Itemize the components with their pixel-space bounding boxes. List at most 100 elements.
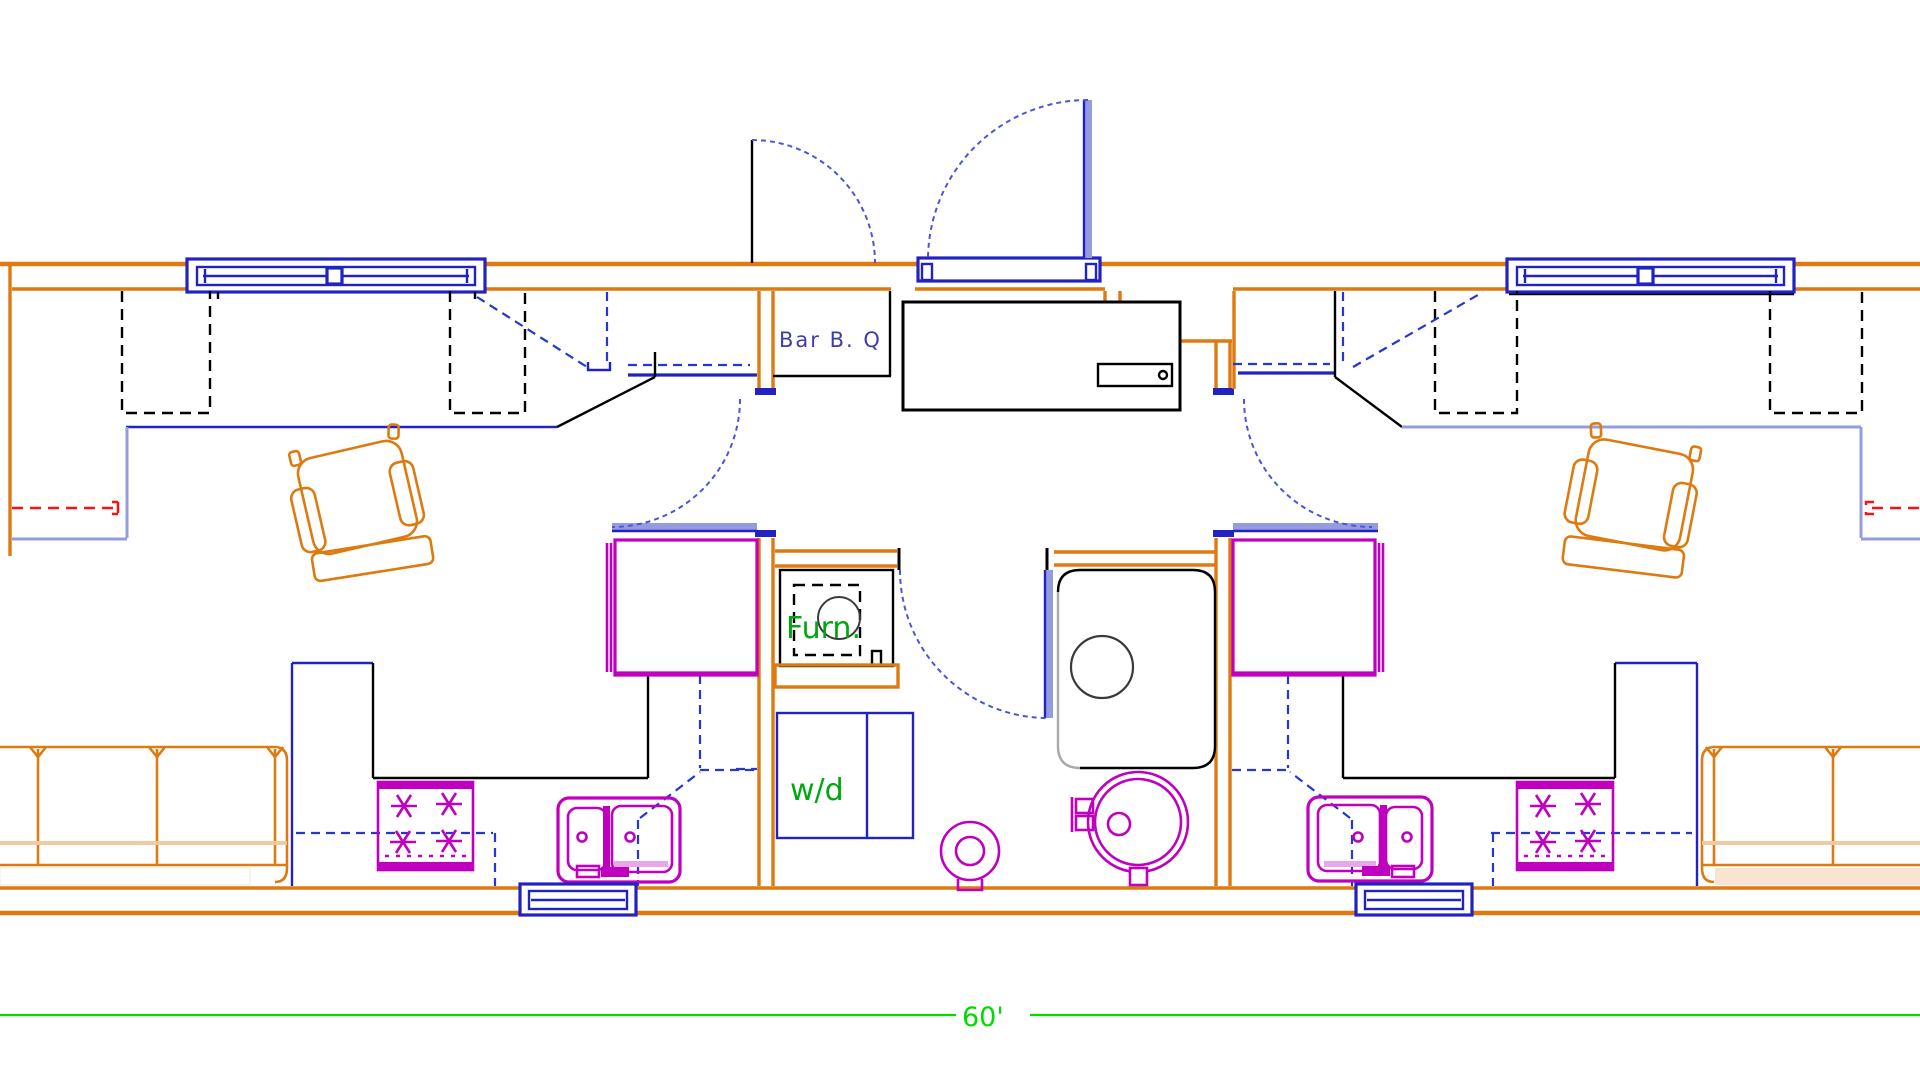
stove-left [376, 780, 475, 872]
right-red-dashed-line [1864, 500, 1920, 516]
sofa-end-cap [1700, 745, 1715, 884]
entry-doorway [750, 99, 1102, 283]
burner [1573, 791, 1603, 817]
bed-outline-right [448, 291, 527, 415]
armchair-arm-right [388, 459, 426, 527]
sink-bowl-small [1384, 805, 1424, 871]
dimension-60ft: 60' [0, 1002, 1920, 1033]
sink-faucet-base-a [575, 864, 601, 879]
bed-outline-right [1768, 291, 1864, 415]
entry-jamb-left [920, 262, 934, 282]
water-heater-base-fitting [1128, 866, 1149, 887]
tub-outline-black [1056, 568, 1217, 770]
washer-dryer-box [775, 711, 915, 840]
water-heater-pipe-b [1074, 814, 1095, 832]
entry-threshold [916, 256, 1102, 283]
toilet-seat [954, 835, 986, 867]
toilet [939, 820, 1001, 892]
toilet-tank [956, 879, 984, 892]
stove-back-bar [1517, 782, 1613, 789]
armchair-seat-front [1561, 535, 1686, 579]
toilet-bowl [939, 820, 1001, 882]
water-heater [1070, 770, 1190, 887]
window-right [1505, 257, 1796, 296]
window-center-sash [325, 266, 344, 286]
stove-right [1515, 780, 1615, 872]
sofa-right [1700, 745, 1920, 885]
sofa-end-cap [274, 745, 289, 884]
sink-rim [556, 796, 682, 884]
bbq-counter-top [901, 300, 1182, 412]
bed-outline-left [1433, 291, 1519, 415]
stove-body [1515, 780, 1615, 872]
right-door-jamb-top [1213, 388, 1234, 395]
burner [434, 791, 464, 817]
bed-outline-left [120, 291, 212, 415]
sink-left [556, 796, 682, 884]
armchair-seat-front [310, 534, 435, 583]
sink-bowl-large [610, 804, 674, 874]
burner [388, 829, 418, 855]
dimension-label: 60' [962, 1002, 1004, 1033]
door-swing-arc [1243, 398, 1373, 528]
stove-body [376, 780, 475, 872]
garden-tub [1056, 568, 1217, 770]
armchair-left [287, 423, 435, 583]
utility-core: Furn. w/d [736, 548, 1217, 892]
floor-register-left [518, 882, 638, 917]
door-swing-arc [611, 398, 741, 528]
sink-divider [603, 806, 610, 870]
furnace-label: Furn. [786, 611, 861, 646]
closet-track-bracket [586, 362, 612, 372]
armchair-tab-left [287, 449, 303, 468]
floor-register-right [1354, 882, 1474, 917]
armchair-tab-right [387, 423, 400, 440]
sink-right [1306, 795, 1434, 883]
left-unit [0, 291, 759, 917]
closet-angled-wall [556, 375, 656, 429]
right-unit-entry-door [1233, 398, 1378, 533]
furnace [778, 568, 895, 668]
register-inner [527, 889, 629, 911]
furnace-closet-base [773, 663, 900, 689]
burner [1528, 829, 1558, 855]
closet-door-dashed-diagonal [476, 296, 588, 368]
furnace-flue-circle [817, 596, 861, 640]
entry-jamb-right [1084, 262, 1098, 282]
sink-rim [1306, 795, 1434, 883]
kitchen-left [290, 538, 759, 886]
bathroom-door [897, 548, 1053, 719]
stove-back-bar [378, 782, 473, 789]
window-center-sash [1636, 266, 1655, 286]
sink-faucet-base-a [1390, 864, 1416, 879]
entry-door-swing-arc [927, 99, 1089, 261]
armchair-tab-left [1589, 422, 1603, 439]
bbq-room-label: Bar B. Q [779, 328, 882, 352]
sink-faucet-dot-right [1401, 831, 1413, 843]
kitchen-right [1231, 538, 1699, 886]
refrigerator-right [1231, 538, 1385, 677]
tub-drain-circle [1069, 634, 1135, 700]
armchair-arm-left [289, 486, 327, 554]
water-heater-port [1106, 811, 1132, 837]
tub-outline-gray [1056, 592, 1081, 770]
burner [389, 793, 419, 819]
window-left [185, 257, 487, 299]
washer-dryer-label: w/d [790, 773, 844, 808]
sink-faucet-base-b [1362, 866, 1390, 876]
left-red-dashed-line [12, 500, 120, 516]
fridge-body [1231, 538, 1377, 677]
stove-front-bar [378, 862, 473, 870]
upper-cabinet-dashed-diag [1289, 771, 1351, 819]
sink-faucet-dot-right [624, 831, 636, 843]
refrigerator-left [605, 538, 759, 677]
washer-dryer [736, 711, 915, 840]
sofa-shading [0, 867, 251, 886]
sofa-left [0, 745, 289, 886]
screen-door-swing-arc [751, 139, 876, 264]
armchair-tab-right [1688, 445, 1703, 463]
armchair-right [1561, 422, 1703, 579]
left-unit-entry-door [611, 398, 757, 533]
stove-front-bar [1517, 862, 1613, 870]
register-inner [1363, 889, 1465, 911]
